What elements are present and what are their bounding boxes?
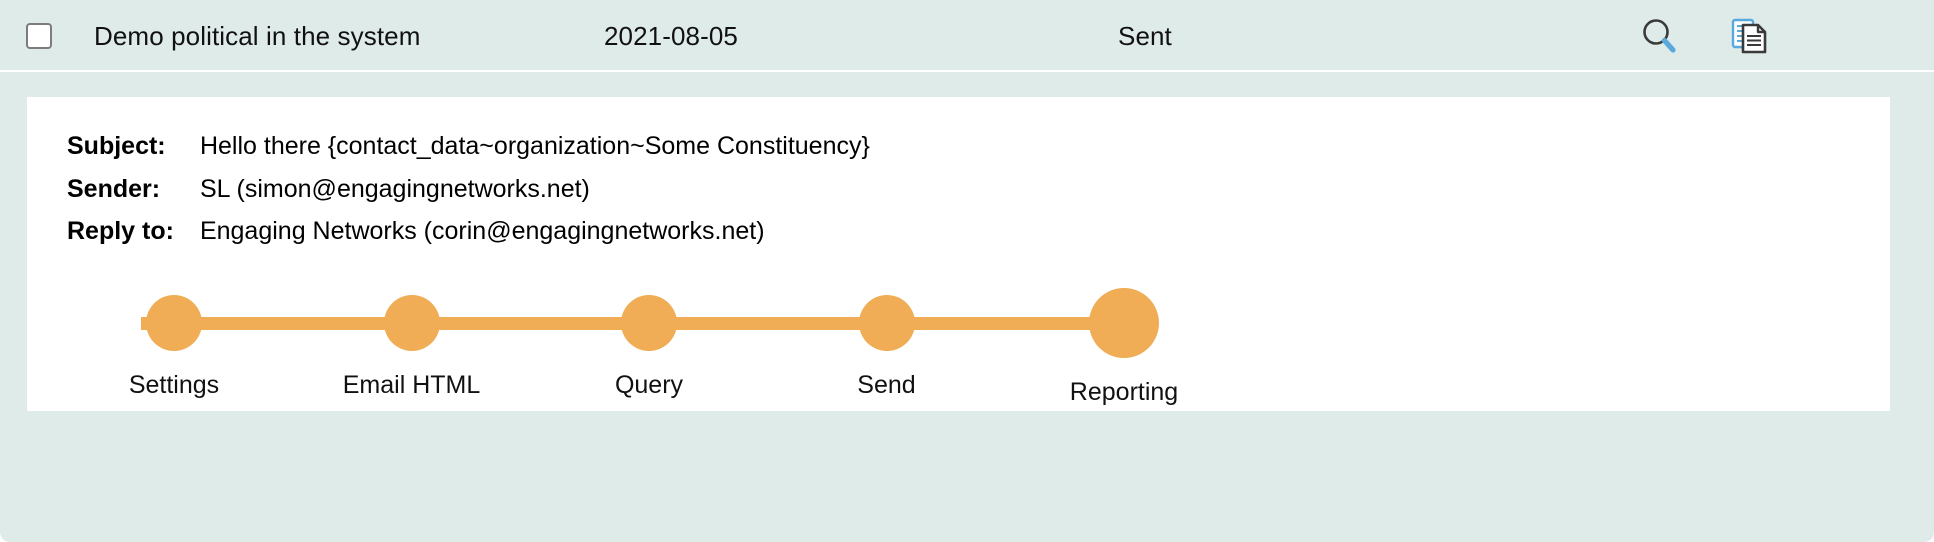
campaign-detail-panel: Subject: Hello there {contact_data~organ… [27,97,1890,411]
campaign-stepper: Settings Email HTML Query Send Reporting [89,259,1209,406]
select-row-checkbox[interactable] [26,23,52,49]
copy-button[interactable] [1726,13,1772,59]
campaign-meta-table: Subject: Hello there {contact_data~organ… [67,131,870,259]
stepper-step-reporting[interactable]: Reporting [1039,259,1209,407]
subject-label: Subject: [67,132,166,160]
campaign-summary-row[interactable]: Demo political in the system 2021-08-05 … [0,0,1934,72]
campaign-status: Sent [1118,20,1172,51]
step-dot-icon [146,295,202,351]
sender-value: SL (simon@engagingnetworks.net) [199,174,590,203]
select-checkbox-cell [26,0,52,72]
sender-label: Sender: [67,174,161,203]
stepper-step-settings[interactable]: Settings [89,259,259,400]
preview-button[interactable] [1636,13,1682,59]
step-dot-icon [383,295,440,351]
step-dot-icon [621,295,677,351]
step-dot-icon [1089,288,1159,358]
campaign-date: 2021-08-05 [604,20,738,51]
stepper-step-label: Reporting [1069,378,1179,406]
step-dot-icon [858,295,915,351]
reply-to-label: Reply to: [67,217,174,245]
stepper-steps: Settings Email HTML Query Send Reporting [89,259,1209,406]
subject-value: Hello there {contact_data~organization~S… [199,132,870,160]
stepper-step-query[interactable]: Query [564,259,734,400]
magnifier-icon [1643,19,1676,53]
meta-row-sender: Sender: SL (simon@engagingnetworks.net) [67,174,870,217]
stepper-step-label: Settings [128,371,220,399]
reply-to-value: Engaging Networks (corin@engagingnetwork… [199,217,765,245]
stepper-step-send[interactable]: Send [802,259,972,400]
campaign-name[interactable]: Demo political in the system [94,20,421,51]
stepper-step-email-html[interactable]: Email HTML [327,259,497,400]
stepper-step-label: Send [857,371,916,399]
meta-row-subject: Subject: Hello there {contact_data~organ… [67,131,870,174]
copy-documents-icon [1731,18,1767,54]
stepper-step-label: Email HTML [342,371,481,399]
stepper-step-label: Query [614,371,684,399]
meta-row-reply-to: Reply to: Engaging Networks (corin@engag… [67,216,870,259]
row-actions [1340,0,1900,72]
